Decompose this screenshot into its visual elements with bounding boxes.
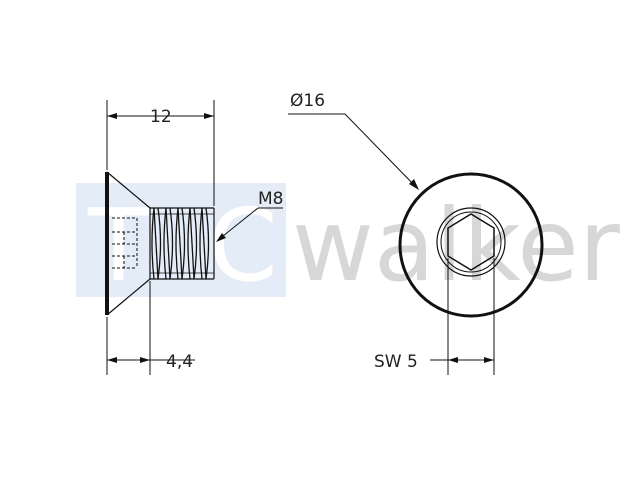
watermark-prefix: T: [87, 187, 150, 304]
thread-label: M8: [258, 189, 283, 209]
socket-size-label: SW 5: [374, 352, 418, 372]
diameter-label: Ø16: [290, 91, 325, 111]
dim-head-height: [106, 281, 195, 375]
socket-outer-circle: [436, 207, 506, 277]
dim-socket: [430, 258, 495, 375]
hex-socket: [447, 213, 495, 271]
thread-helix: [151, 207, 210, 280]
watermark: T C walker: [76, 183, 621, 304]
head-circle: [398, 172, 544, 318]
head-taper-top: [106, 171, 151, 209]
head-taper-bottom: [106, 278, 151, 316]
watermark-suffix: walker: [292, 187, 621, 304]
socket-inner-circle: [440, 211, 502, 273]
dim-head-height-label: 4,4: [166, 352, 193, 372]
watermark-middle: C: [208, 187, 278, 304]
dim-length: [106, 100, 215, 206]
side-view: [105, 171, 215, 316]
dim-length-label: 12: [150, 107, 172, 127]
leader-thread: [216, 207, 283, 242]
watermark-blue-box: [76, 183, 286, 297]
front-view: [398, 172, 544, 318]
socket-hidden-lines: [112, 217, 138, 269]
leader-diameter: [288, 113, 419, 190]
